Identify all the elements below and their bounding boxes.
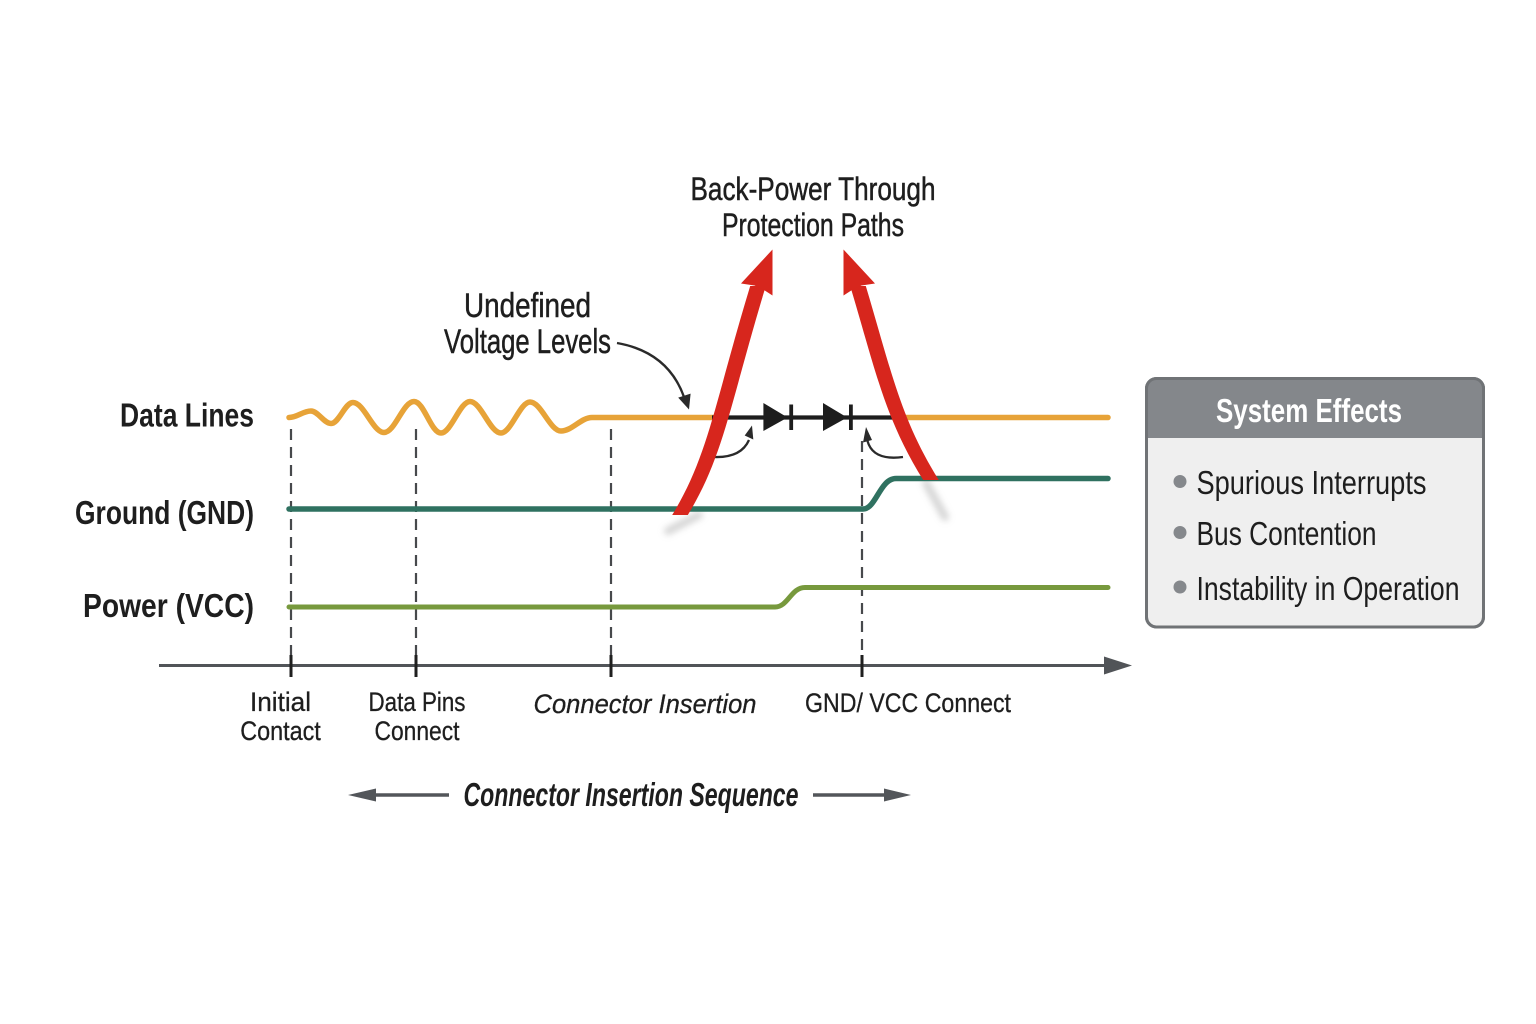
svg-text:Connect: Connect — [375, 716, 460, 746]
svg-text:System Effects: System Effects — [1216, 392, 1402, 429]
svg-text:Connector Insertion Sequence: Connector Insertion Sequence — [464, 776, 799, 813]
svg-text:Initial: Initial — [250, 687, 311, 717]
svg-text:Contact: Contact — [240, 716, 321, 746]
svg-text:Spurious Interrupts: Spurious Interrupts — [1197, 464, 1427, 501]
svg-text:Data Lines: Data Lines — [120, 397, 254, 434]
svg-text:Connector Insertion: Connector Insertion — [534, 689, 757, 719]
svg-text:Power (VCC): Power (VCC) — [83, 587, 254, 624]
svg-text:Back-Power Through: Back-Power Through — [691, 171, 936, 207]
svg-text:Undefined: Undefined — [464, 287, 591, 325]
svg-text:Ground (GND): Ground (GND) — [75, 494, 254, 531]
svg-text:Instability in Operation: Instability in Operation — [1197, 570, 1460, 607]
svg-text:Voltage Levels: Voltage Levels — [444, 323, 611, 361]
svg-text:Data Pins: Data Pins — [369, 687, 466, 717]
svg-text:Protection Paths: Protection Paths — [722, 207, 904, 243]
svg-text:Bus Contention: Bus Contention — [1197, 515, 1377, 552]
svg-text:GND/ VCC Connect: GND/ VCC Connect — [805, 688, 1011, 718]
